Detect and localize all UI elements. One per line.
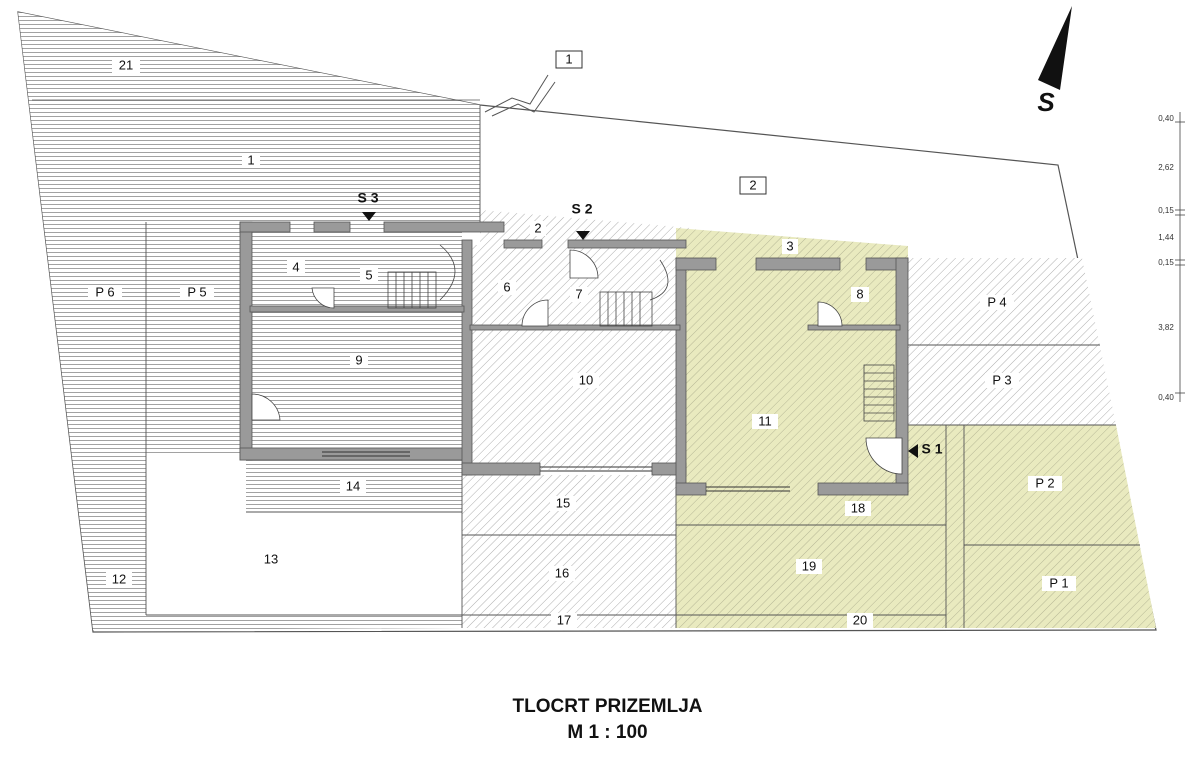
room-17-label: 17	[557, 612, 571, 627]
room-7-label: 7	[575, 286, 582, 301]
access-path	[484, 74, 549, 113]
room-p3-label: P 3	[992, 372, 1011, 387]
room-labels: 21 1 2 3 4 5 6 7 8 9 10 11 12 13 14 15 1…	[88, 57, 1076, 628]
partitions	[145, 105, 1140, 628]
dim-5: 3,82	[1158, 323, 1174, 332]
room-5-label: 5	[365, 267, 372, 282]
stair-marker-s3: S 3	[357, 190, 378, 206]
room-13-label: 13	[264, 551, 278, 566]
room-11-label: 11	[758, 413, 772, 428]
dim-2: 0,15	[1158, 206, 1174, 215]
room-4-label: 4	[292, 259, 299, 274]
room-9-label: 9	[355, 352, 362, 367]
room-15-label: 15	[556, 495, 570, 510]
north-label: S	[1037, 87, 1055, 117]
room-p6-label: P 6	[95, 284, 114, 299]
zone-10	[470, 330, 680, 470]
dim-1: 2,62	[1158, 163, 1174, 172]
room-p5-label: P 5	[187, 284, 206, 299]
room-18-label: 18	[851, 500, 865, 515]
zone-15-17	[462, 475, 676, 628]
room-19-label: 19	[802, 558, 816, 573]
stair-marker-s1: S 1	[921, 441, 942, 457]
dim-0: 0,40	[1158, 114, 1174, 123]
room-p4-label: P 4	[987, 294, 1006, 309]
dim-3: 1,44	[1158, 233, 1174, 242]
zone-tag-1: 1	[565, 51, 572, 66]
room-16-label: 16	[555, 565, 569, 580]
room-3-label: 3	[786, 238, 793, 253]
room-p2-label: P 2	[1035, 475, 1054, 490]
zone-9-14	[246, 225, 462, 512]
zone-21	[18, 12, 480, 630]
room-1-label: 1	[247, 152, 254, 167]
dim-6: 0,40	[1158, 393, 1174, 402]
stair-marker-s2: S 2	[571, 201, 592, 217]
walls	[239, 221, 909, 496]
room-6-label: 6	[503, 279, 510, 294]
room-2-label: 2	[534, 220, 541, 235]
dim-4: 0,15	[1158, 258, 1174, 267]
zone-p4-p3	[906, 258, 1116, 425]
plan-title: TLOCRT PRIZEMLJA	[512, 696, 703, 717]
plan-scale: M 1 : 100	[567, 722, 648, 743]
room-10-label: 10	[579, 372, 593, 387]
staircases	[387, 244, 895, 422]
room-8-label: 8	[856, 286, 863, 301]
door-swings	[251, 249, 903, 475]
zone-yellow-p	[946, 425, 1156, 628]
room-14-label: 14	[346, 478, 360, 493]
sliding-doors	[322, 451, 790, 492]
room-20-label: 20	[853, 612, 867, 627]
room-12-label: 12	[112, 571, 126, 586]
dimension-chain	[1175, 112, 1185, 402]
room-21-label: 21	[119, 57, 133, 72]
room-p1-label: P 1	[1049, 575, 1068, 590]
north-arrow: S	[1037, 6, 1072, 117]
zone-tag-2: 2	[749, 177, 756, 192]
